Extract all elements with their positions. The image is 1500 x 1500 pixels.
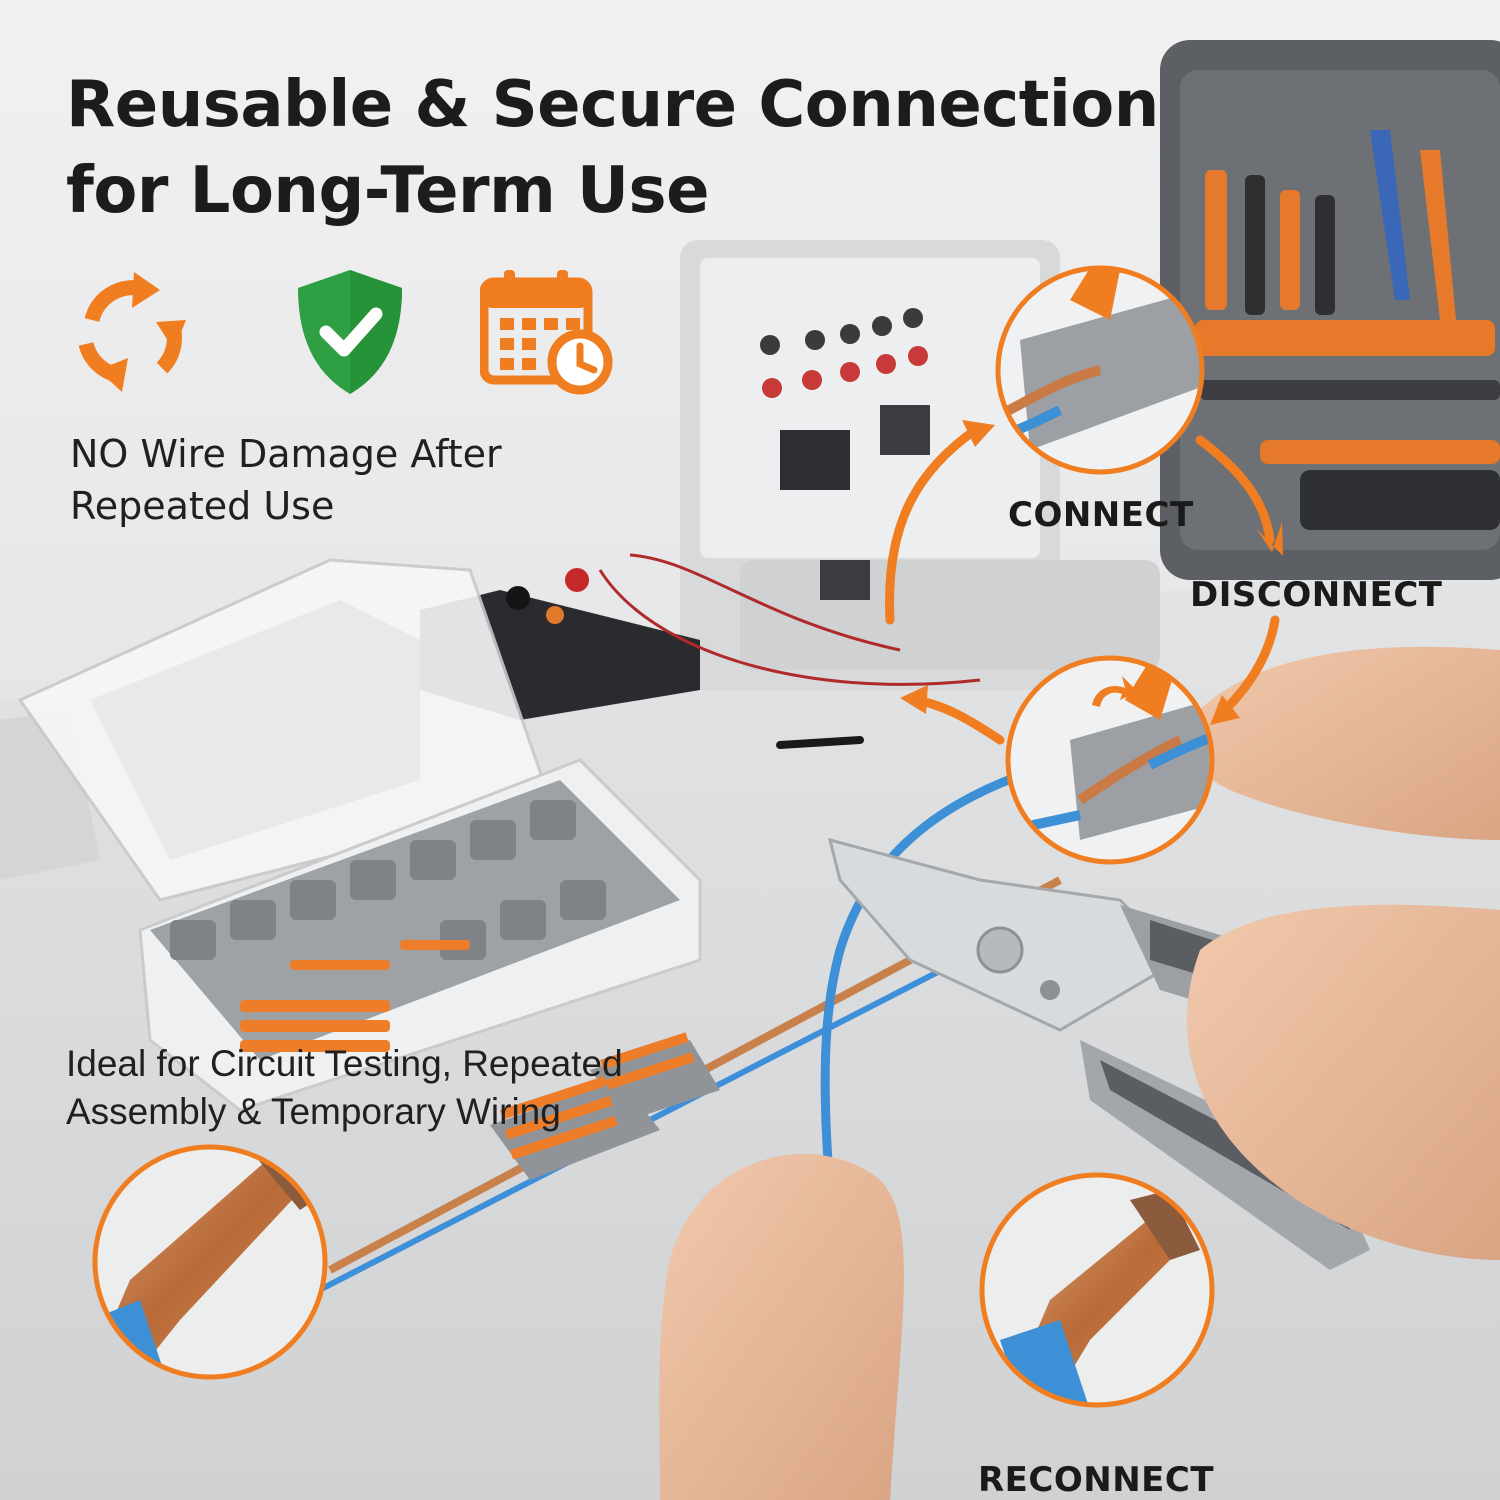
arrow-to-reconnect <box>1220 615 1280 715</box>
disconnect-detail <box>1005 655 1215 865</box>
usage-caption-line-2: Assembly & Temporary Wiring <box>66 1091 561 1132</box>
reconnect-label: RECONNECT <box>978 1460 1215 1500</box>
recycle-arrows-icon <box>62 262 202 402</box>
connect-detail <box>995 265 1205 475</box>
feature-caption-line-1: NO Wire Damage After <box>70 432 502 476</box>
tool-case <box>1160 40 1500 580</box>
circuit-trainer-board <box>680 240 1160 690</box>
headline-line-1: Reusable & Secure Connection <box>66 68 1159 142</box>
shield-check-icon <box>280 262 420 402</box>
usage-caption: Ideal for Circuit Testing, Repeated Asse… <box>66 1040 706 1136</box>
arrowhead-back <box>900 685 928 714</box>
wire-strand-detail-right <box>979 1172 1215 1408</box>
hands <box>659 646 1500 1500</box>
connector-storage-box <box>17 558 702 1112</box>
connect-label: CONNECT <box>1008 495 1194 535</box>
arrowhead-disconnect <box>1256 522 1283 556</box>
feature-caption-line-2: Repeated Use <box>70 484 335 528</box>
lever-flip-icon <box>1092 676 1138 707</box>
arrowhead-reconnect <box>1210 695 1240 725</box>
arrow-to-connect <box>885 425 980 625</box>
usage-caption-line-1: Ideal for Circuit Testing, Repeated <box>66 1043 623 1084</box>
headline: Reusable & Secure Connection for Long-Te… <box>66 62 1366 234</box>
arrow-to-disconnect <box>1195 435 1275 545</box>
headline-line-2: for Long-Term Use <box>66 154 710 228</box>
arrowhead-connect <box>962 420 995 447</box>
calendar-clock-icon <box>479 262 620 402</box>
feature-caption: NO Wire Damage After Repeated Use <box>70 428 670 532</box>
disconnect-label: DISCONNECT <box>1190 575 1443 615</box>
feature-icons <box>62 262 622 402</box>
